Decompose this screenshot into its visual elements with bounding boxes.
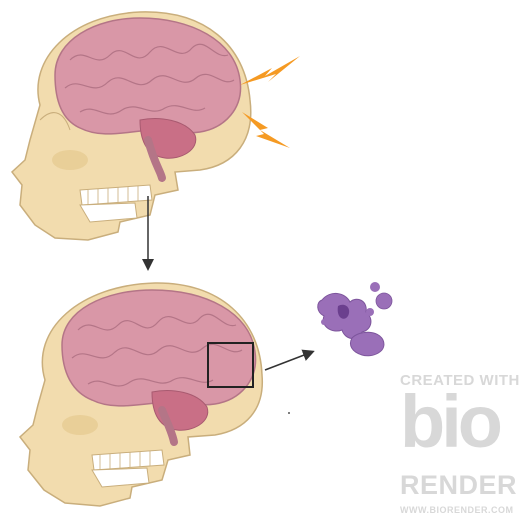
watermark-url: WWW.BIORENDER.COM [400,505,514,515]
dot-marker [288,412,290,414]
watermark-line2: RENDER [400,470,517,501]
zoom-arrow [265,352,312,370]
bottom-head [20,283,262,506]
watermark-logo: bio [400,382,499,462]
cell-cluster-icon [318,282,392,356]
top-head [12,12,251,240]
